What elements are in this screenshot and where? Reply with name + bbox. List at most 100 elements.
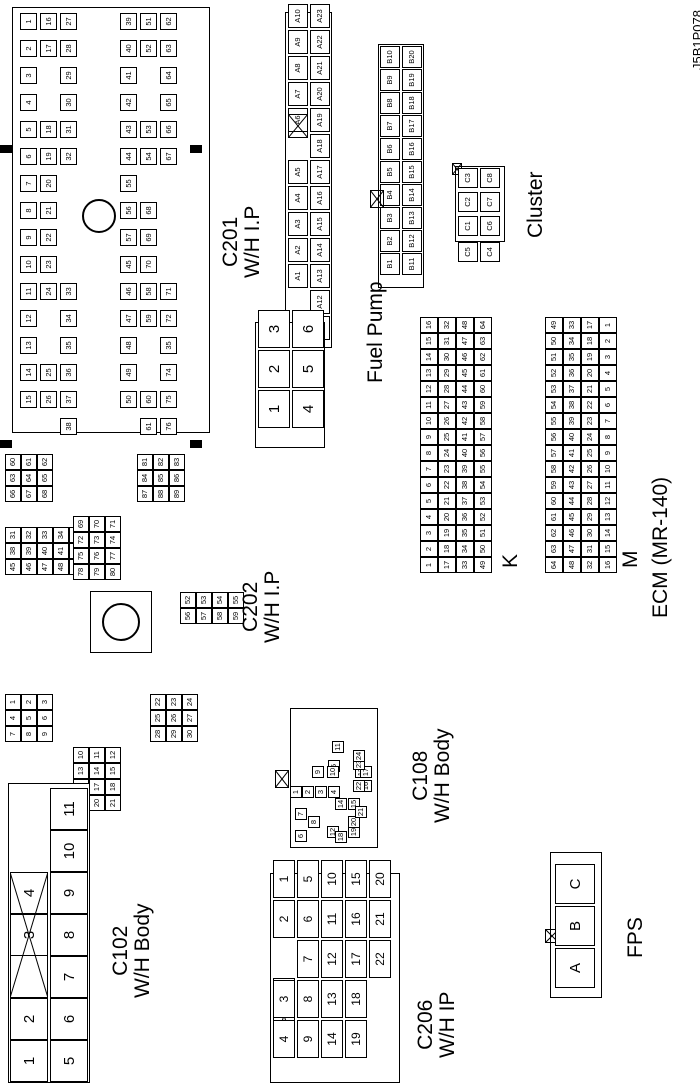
ecm-m-pin: 27 bbox=[581, 477, 599, 493]
ecm-k-pin: 11 bbox=[420, 397, 438, 413]
c202-pin: 73 bbox=[89, 532, 105, 548]
b-top-pin: B9 bbox=[380, 69, 400, 91]
c202-pin: 62 bbox=[37, 454, 53, 470]
b-bottom-pin: B11 bbox=[402, 253, 422, 275]
b-bottom-pin: B16 bbox=[402, 138, 422, 160]
ecm-m-label: M bbox=[619, 550, 642, 569]
a-bottom-pin: A15 bbox=[310, 212, 330, 236]
c102-pin: 10 bbox=[50, 830, 88, 872]
ecm-k-pin: 45 bbox=[456, 365, 474, 381]
a-bottom-pin: A20 bbox=[310, 82, 330, 106]
c201-pin: 35 bbox=[60, 337, 77, 354]
c201-pin: 64 bbox=[160, 67, 177, 84]
ecm-m-pin: 50 bbox=[545, 333, 563, 349]
b-bottom-pin: B12 bbox=[402, 230, 422, 252]
c202-pin: 22 bbox=[150, 694, 166, 710]
ecm-k-pin: 34 bbox=[456, 541, 474, 557]
cluster-pin: C1 bbox=[458, 216, 478, 236]
c201-pin: 23 bbox=[40, 256, 57, 273]
c202-pin: 33 bbox=[37, 527, 53, 543]
ecm-k-pin: 36 bbox=[456, 509, 474, 525]
c201-pin: 68 bbox=[140, 202, 157, 219]
ecm-m-pin: 12 bbox=[599, 493, 617, 509]
c206-pin: 8 bbox=[297, 980, 319, 1018]
c102-pin: 8 bbox=[50, 914, 88, 956]
c201-pin: 59 bbox=[140, 310, 157, 327]
a-bottom-pin: A19 bbox=[310, 108, 330, 132]
a-bottom-pin: A13 bbox=[310, 264, 330, 288]
c201-pin: 7 bbox=[20, 175, 37, 192]
c202-pin: 71 bbox=[105, 516, 121, 532]
c201-pin: 54 bbox=[140, 148, 157, 165]
ecm-m-pin: 4 bbox=[599, 365, 617, 381]
c201-pin: 29 bbox=[60, 67, 77, 84]
fuel-pump-label: Fuel Pump bbox=[364, 281, 387, 383]
c202-pin: 20 bbox=[89, 795, 105, 811]
c108-pin: 10 bbox=[327, 766, 339, 778]
c201-pin: 26 bbox=[40, 391, 57, 408]
c202-pin: 88 bbox=[153, 486, 169, 502]
a-bottom-pin: A23 bbox=[310, 4, 330, 28]
c201-pin: 41 bbox=[120, 67, 137, 84]
ecm-m-pin: 41 bbox=[563, 445, 581, 461]
c202-pin: 34 bbox=[53, 527, 69, 543]
c202-pin: 23 bbox=[166, 694, 182, 710]
c202-pin: 10 bbox=[73, 747, 89, 763]
c202-pin: 86 bbox=[169, 470, 185, 486]
c202-pin: 58 bbox=[212, 608, 228, 624]
c206-pin: 10 bbox=[321, 860, 343, 898]
c202-pin: 84 bbox=[137, 470, 153, 486]
c201-pin: 18 bbox=[40, 121, 57, 138]
ecm-k-pin: 18 bbox=[438, 541, 456, 557]
c202-pin: 69 bbox=[73, 516, 89, 532]
c202-pin: 45 bbox=[5, 559, 21, 575]
ecm-k-pin: 24 bbox=[438, 445, 456, 461]
c201-pin: 2 bbox=[20, 40, 37, 57]
b-top-pin: B1 bbox=[380, 253, 400, 275]
ecm-m-pin: 44 bbox=[563, 493, 581, 509]
c206-pin: 16 bbox=[345, 900, 367, 938]
ecm-m-pin: 13 bbox=[599, 509, 617, 525]
ecm-m-pin: 51 bbox=[545, 349, 563, 365]
ecm-k-pin: 50 bbox=[474, 541, 492, 557]
ecm-m-pin: 15 bbox=[599, 541, 617, 557]
ecm-m-pin: 21 bbox=[581, 381, 599, 397]
c202-pin: 40 bbox=[37, 543, 53, 559]
ecm-m-pin: 36 bbox=[563, 365, 581, 381]
c201-pin: 24 bbox=[40, 283, 57, 300]
ecm-m-pin: 56 bbox=[545, 429, 563, 445]
c201-pin: 28 bbox=[60, 40, 77, 57]
c202-pin: 66 bbox=[5, 486, 21, 502]
c201-pin: 5 bbox=[20, 121, 37, 138]
ecm-m-pin: 63 bbox=[545, 541, 563, 557]
c202-pin: 17 bbox=[89, 779, 105, 795]
c202-pin: 79 bbox=[89, 564, 105, 580]
c201-pin: 53 bbox=[140, 121, 157, 138]
ecm-m-pin: 35 bbox=[563, 349, 581, 365]
c108-pin: 4 bbox=[328, 786, 340, 798]
cluster-pin: C4 bbox=[480, 242, 500, 262]
ecm-k-pin: 2 bbox=[420, 541, 438, 557]
c202-pin: 27 bbox=[182, 710, 198, 726]
ecm-m-pin: 22 bbox=[581, 397, 599, 413]
c202-pin: 9 bbox=[37, 726, 53, 742]
c206-pin: 9 bbox=[297, 1020, 319, 1058]
ecm-k-pin: 13 bbox=[420, 365, 438, 381]
ecm-k-pin: 3 bbox=[420, 525, 438, 541]
c102-pin: 7 bbox=[50, 956, 88, 998]
a-top-pin: A5 bbox=[288, 160, 308, 184]
ecm-k-pin: 58 bbox=[474, 413, 492, 429]
c202-pin: 72 bbox=[73, 532, 89, 548]
ecm-m-pin: 47 bbox=[563, 541, 581, 557]
c202-pin: 25 bbox=[150, 710, 166, 726]
ecm-k-pin: 16 bbox=[420, 317, 438, 333]
c202-pin: 52 bbox=[180, 592, 196, 608]
c201-pin: 75 bbox=[160, 391, 177, 408]
ecm-k-pin: 5 bbox=[420, 493, 438, 509]
a-bottom-pin: A16 bbox=[310, 186, 330, 210]
c201-pin: 1 bbox=[20, 13, 37, 30]
ecm-m-pin: 64 bbox=[545, 557, 563, 573]
ecm-k-pin: 48 bbox=[456, 317, 474, 333]
ecm-k-pin: 7 bbox=[420, 461, 438, 477]
a-top-pin: A3 bbox=[288, 212, 308, 236]
